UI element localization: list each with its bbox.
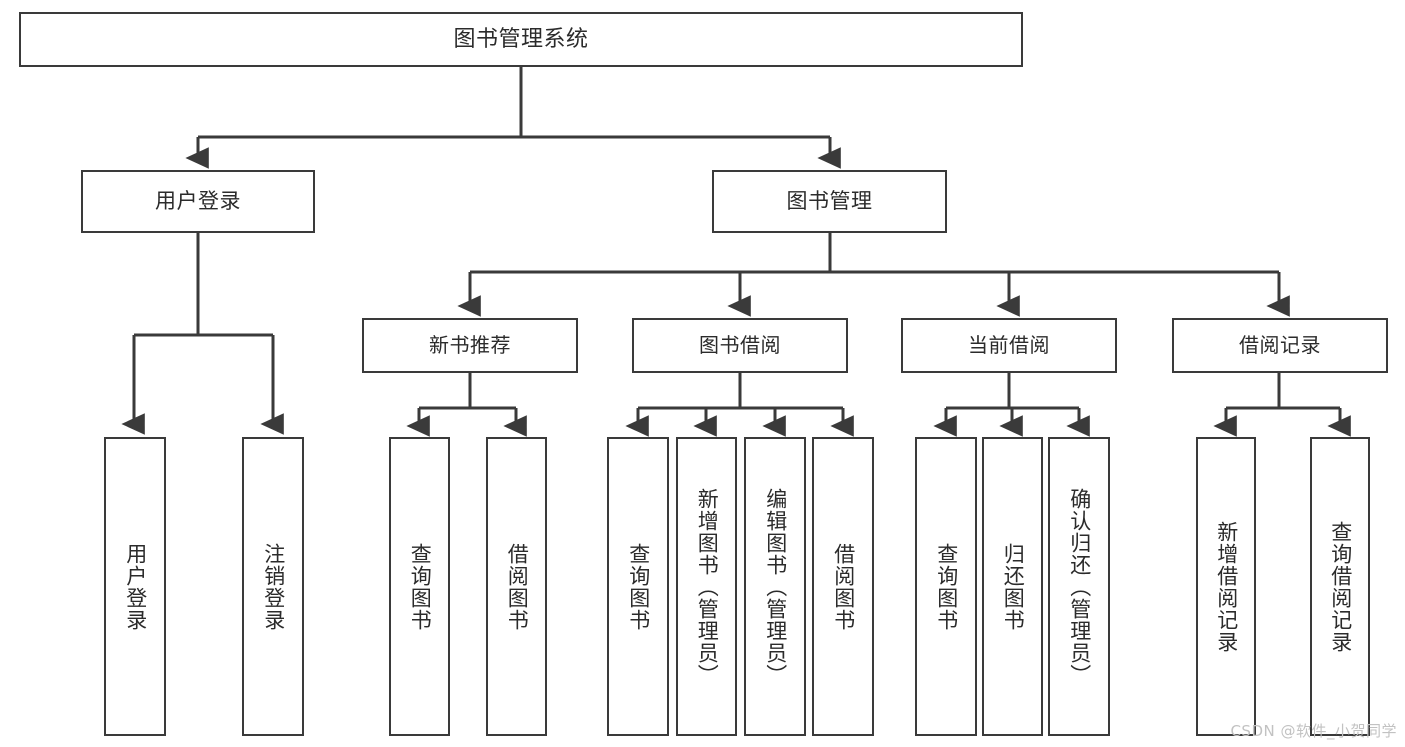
leaf-current-borrow-confirm-return-label: 确认归还（管理员） xyxy=(1067,487,1092,686)
leaf-borrow-records-query-record-label: 查询借阅记录 xyxy=(1328,520,1353,653)
leaf-current-borrow-return-book-label: 归还图书 xyxy=(1001,542,1026,631)
leaf-book-borrow-query-book-label: 查询图书 xyxy=(626,542,651,631)
leaf-borrow-records-add-record[interactable]: 新增借阅记录 xyxy=(1196,437,1256,736)
leaf-borrow-records-query-record[interactable]: 查询借阅记录 xyxy=(1310,437,1370,736)
node-book-borrow-label: 图书借阅 xyxy=(699,332,781,357)
leaf-user-login-logout-label: 注销登录 xyxy=(261,542,286,631)
node-root-system[interactable]: 图书管理系统 xyxy=(19,12,1023,67)
leaf-book-borrow-add-book[interactable]: 新增图书（管理员） xyxy=(676,437,737,736)
leaf-book-borrow-edit-book-label: 编辑图书（管理员） xyxy=(763,487,788,686)
leaf-current-borrow-query-book[interactable]: 查询图书 xyxy=(915,437,977,736)
node-user-login-label: 用户登录 xyxy=(155,189,241,214)
leaf-book-borrow-add-book-label: 新增图书（管理员） xyxy=(695,487,720,686)
node-borrow-records[interactable]: 借阅记录 xyxy=(1172,318,1388,373)
leaf-borrow-records-add-record-label: 新增借阅记录 xyxy=(1214,520,1239,653)
leaf-new-book-borrow-book[interactable]: 借阅图书 xyxy=(486,437,547,736)
leaf-new-book-borrow-book-label: 借阅图书 xyxy=(505,542,530,631)
node-new-book-recommend[interactable]: 新书推荐 xyxy=(362,318,578,373)
node-borrow-records-label: 借阅记录 xyxy=(1239,332,1321,357)
node-book-management-label: 图书管理 xyxy=(786,189,873,214)
leaf-book-borrow-query-book[interactable]: 查询图书 xyxy=(607,437,669,736)
watermark: CSDN @软件_小贺同学 xyxy=(1230,722,1397,740)
leaf-current-borrow-return-book[interactable]: 归还图书 xyxy=(982,437,1043,736)
node-book-management[interactable]: 图书管理 xyxy=(712,170,947,233)
leaf-book-borrow-borrow-book-label: 借阅图书 xyxy=(831,542,856,631)
node-current-borrow[interactable]: 当前借阅 xyxy=(901,318,1117,373)
node-user-login[interactable]: 用户登录 xyxy=(81,170,315,233)
node-book-borrow[interactable]: 图书借阅 xyxy=(632,318,848,373)
leaf-user-login-logout[interactable]: 注销登录 xyxy=(242,437,304,736)
leaf-book-borrow-edit-book[interactable]: 编辑图书（管理员） xyxy=(744,437,806,736)
node-root-system-label: 图书管理系统 xyxy=(453,26,589,52)
node-new-book-recommend-label: 新书推荐 xyxy=(429,332,511,357)
leaf-new-book-query-book[interactable]: 查询图书 xyxy=(389,437,450,736)
node-current-borrow-label: 当前借阅 xyxy=(968,332,1050,357)
leaf-current-borrow-confirm-return[interactable]: 确认归还（管理员） xyxy=(1048,437,1110,736)
leaf-user-login-login[interactable]: 用户登录 xyxy=(104,437,166,736)
leaf-current-borrow-query-book-label: 查询图书 xyxy=(934,542,959,631)
leaf-book-borrow-borrow-book[interactable]: 借阅图书 xyxy=(812,437,874,736)
leaf-new-book-query-book-label: 查询图书 xyxy=(408,542,433,631)
leaf-user-login-login-label: 用户登录 xyxy=(123,542,148,631)
